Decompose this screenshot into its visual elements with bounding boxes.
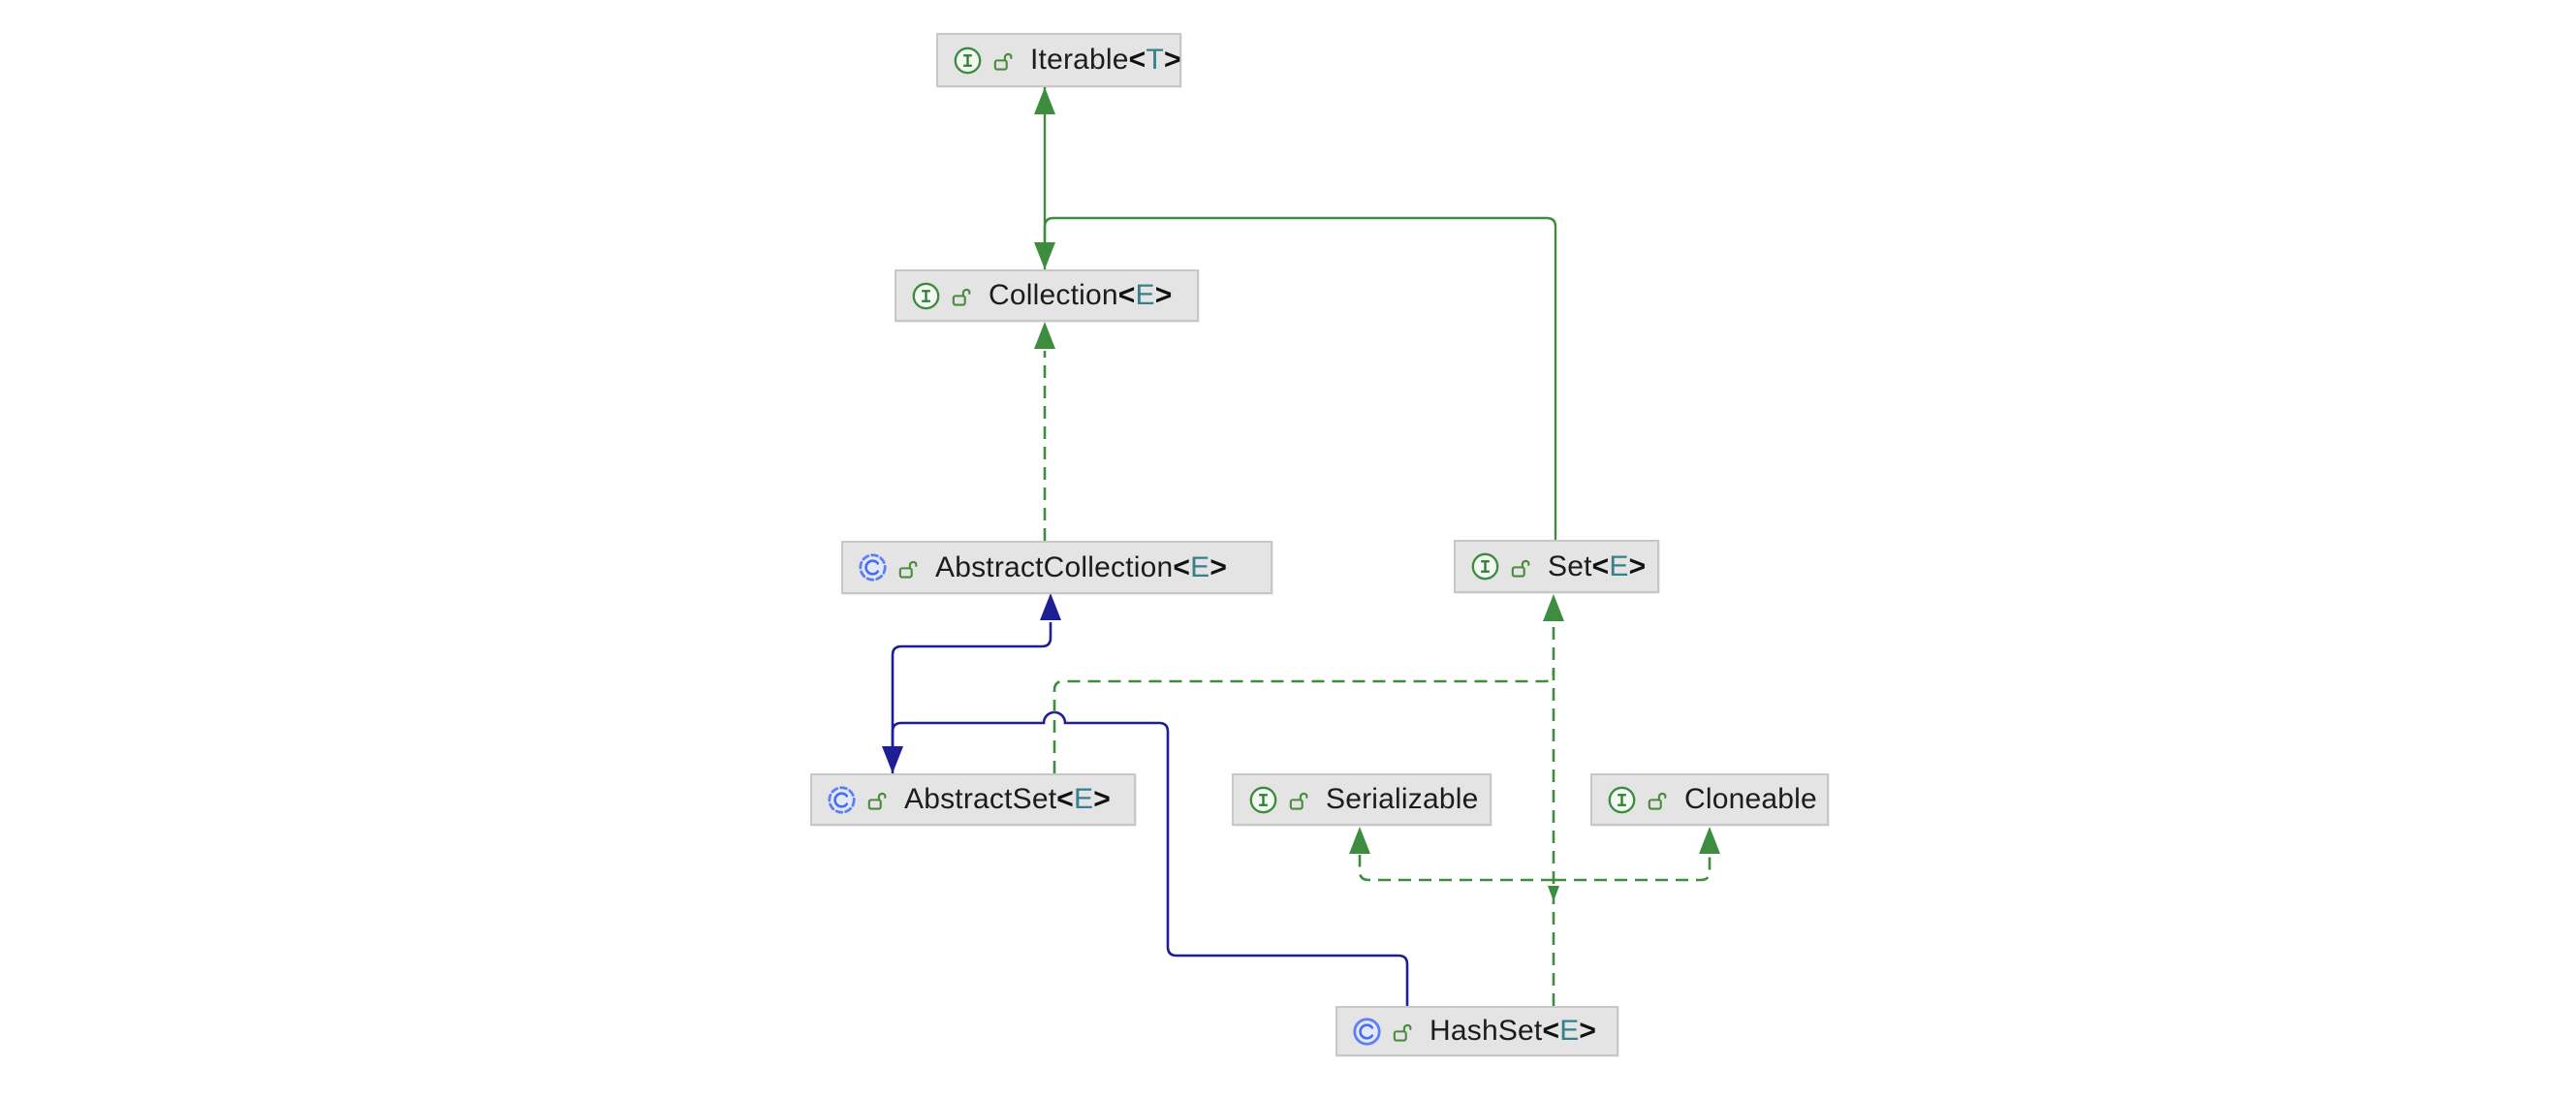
unlocked-padlock-icon: [896, 555, 919, 581]
unlocked-padlock-icon: [1646, 787, 1668, 812]
generic-close-bracket: >: [1154, 279, 1173, 311]
interface-icon: [911, 281, 941, 311]
class-name: Set: [1548, 550, 1592, 582]
generic-close-bracket: >: [1579, 1015, 1597, 1047]
node-label: Set<E>: [1548, 550, 1646, 583]
generic-open-bracket: <: [1173, 550, 1191, 583]
node-label: Serializable: [1326, 783, 1478, 816]
node-set[interactable]: Set<E>: [1454, 540, 1659, 593]
generic-close-bracket: >: [1628, 550, 1647, 582]
edge-hashset-implements-cloneable[interactable]: [1554, 827, 1720, 882]
edge-abstractset-extends-abstractcollection[interactable]: [891, 593, 1061, 773]
node-label: AbstractCollection<E>: [935, 551, 1227, 584]
unlocked-padlock-icon: [991, 47, 1014, 73]
generic-open-bracket: <: [1128, 44, 1147, 76]
node-cloneable[interactable]: Cloneable: [1590, 773, 1829, 826]
generic-open-bracket: <: [1542, 1015, 1560, 1047]
node-collection[interactable]: Collection<E>: [895, 269, 1199, 322]
class-name: AbstractSet: [904, 783, 1057, 815]
generic-type-param: E: [1609, 550, 1629, 582]
generic-open-bracket: <: [1056, 783, 1075, 815]
interface-icon: [1248, 785, 1278, 815]
generic-open-bracket: <: [1117, 279, 1136, 311]
class-name: AbstractCollection: [935, 550, 1174, 583]
node-hashset[interactable]: HashSet<E>: [1335, 1006, 1618, 1056]
node-iterable[interactable]: Iterable<T>: [936, 33, 1181, 87]
class-name: Cloneable: [1684, 783, 1817, 815]
generic-type-param: E: [1074, 783, 1094, 815]
edge-set-extends-collection[interactable]: [1034, 216, 1557, 540]
edge-abstractset-implements-set[interactable]: [1052, 670, 1555, 773]
generic-type-param: E: [1190, 550, 1210, 583]
edge-abstractcollection-implements-collection[interactable]: [1034, 322, 1055, 541]
edge-hashset-extends-abstractset[interactable]: [882, 710, 1409, 1006]
edge-junction-mark: [1548, 886, 1559, 901]
unlocked-padlock-icon: [1509, 554, 1531, 580]
abstract-class-icon: [827, 785, 857, 815]
class-name: HashSet: [1429, 1015, 1543, 1047]
node-abstractcollection[interactable]: AbstractCollection<E>: [841, 541, 1272, 594]
interface-icon: [1470, 551, 1500, 581]
node-label: Collection<E>: [989, 279, 1172, 312]
unlocked-padlock-icon: [950, 283, 972, 308]
generic-close-bracket: >: [1209, 550, 1228, 583]
generic-close-bracket: >: [1163, 44, 1181, 76]
edge-hashset-implements-serializable[interactable]: [1349, 827, 1554, 882]
unlocked-padlock-icon: [1287, 787, 1309, 812]
generic-type-param: E: [1559, 1015, 1580, 1047]
class-name: Collection: [989, 279, 1118, 311]
unlocked-padlock-icon: [1391, 1019, 1413, 1044]
generic-type-param: T: [1146, 44, 1164, 76]
generic-type-param: E: [1135, 279, 1155, 311]
class-name: Iterable: [1030, 44, 1129, 76]
node-label: Iterable<T>: [1030, 44, 1181, 77]
abstract-class-icon: [858, 552, 888, 582]
node-abstractset[interactable]: AbstractSet<E>: [810, 773, 1136, 826]
interface-icon: [953, 46, 983, 76]
edge-hashset-implements-set[interactable]: [1543, 594, 1564, 1006]
generic-open-bracket: <: [1591, 550, 1610, 582]
node-serializable[interactable]: Serializable: [1232, 773, 1492, 826]
node-label: HashSet<E>: [1429, 1015, 1596, 1048]
node-label: Cloneable: [1684, 783, 1817, 816]
unlocked-padlock-icon: [865, 787, 888, 812]
generic-close-bracket: >: [1093, 783, 1111, 815]
class-name: Serializable: [1326, 783, 1479, 815]
interface-icon: [1607, 785, 1637, 815]
node-label: AbstractSet<E>: [904, 783, 1111, 816]
class-icon: [1352, 1017, 1382, 1047]
